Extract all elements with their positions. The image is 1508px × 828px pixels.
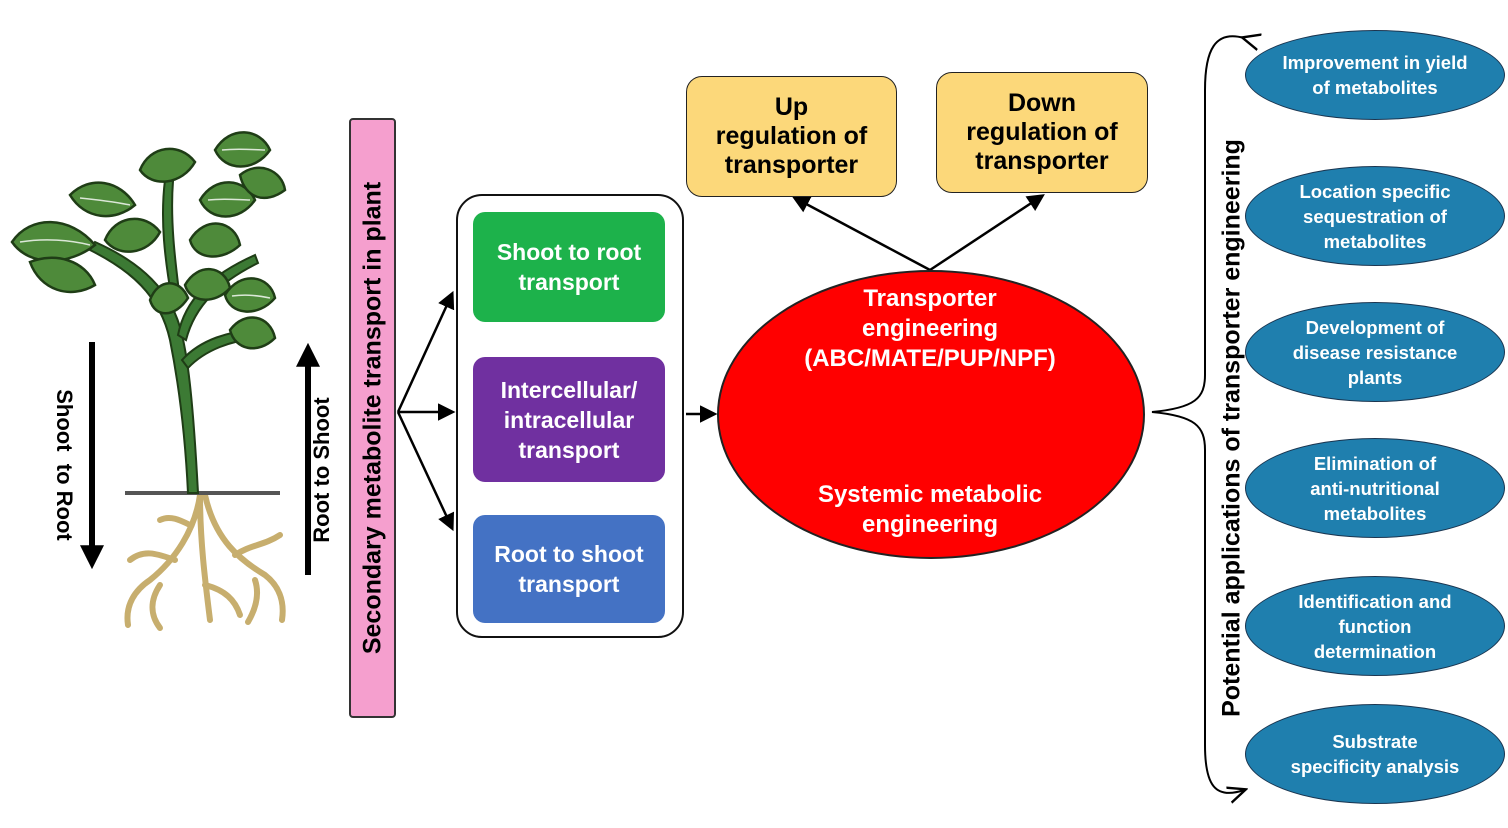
application-sequestration: Location specific sequestration of metab… (1245, 166, 1505, 266)
application-substrate: Substrate specificity analysis (1245, 704, 1505, 804)
application-yield-text: Improvement in yield of metabolites (1282, 52, 1468, 98)
application-disease-resistance: Development of disease resistance plants (1245, 302, 1505, 402)
application-substrate-text: Substrate specificity analysis (1290, 731, 1460, 777)
shoot-to-root-text: Shoot to root transport (496, 239, 642, 295)
root-system (124, 492, 286, 631)
secondary-metabolite-bar (349, 118, 396, 718)
root-to-shoot-box: Root to shoot transport (473, 515, 665, 623)
systemic-engineering-text: Systemic metabolic engineering (817, 481, 1043, 538)
down-regulation-text: Down regulation of transporter (966, 89, 1118, 175)
transporter-engineering-text: Transporter engineering (ABC/MATE/PUP/NP… (804, 285, 1056, 372)
transporter-engineering-ellipse (717, 270, 1145, 559)
arrow-to-shoot-root (396, 290, 455, 413)
application-anti-nutritional-text: Elimination of anti-nutritional metaboli… (1310, 452, 1440, 524)
application-anti-nutritional: Elimination of anti-nutritional metaboli… (1245, 438, 1505, 538)
intercellular-box: Intercellular/ intracellular transport (473, 357, 665, 482)
up-regulation-text: Up regulation of transporter (715, 93, 868, 179)
stem (88, 178, 261, 494)
application-sequestration-text: Location specific sequestration of metab… (1299, 180, 1451, 252)
application-yield: Improvement in yield of metabolites (1245, 30, 1505, 120)
up-regulation-box: Up regulation of transporter (686, 76, 897, 197)
application-identification-text: Identification and function determinatio… (1298, 590, 1452, 662)
arrow-to-down-regulation (929, 194, 1045, 272)
plant-arrows (80, 342, 320, 575)
application-identification: Identification and function determinatio… (1245, 576, 1505, 676)
application-disease-resistance-text: Development of disease resistance plants (1292, 316, 1458, 388)
root-to-shoot-text: Root to shoot transport (494, 541, 644, 597)
plant-illustration (10, 131, 287, 631)
shoot-to-root-box: Shoot to root transport (473, 212, 665, 322)
down-regulation-box: Down regulation of transporter (936, 72, 1148, 193)
intercellular-text: Intercellular/ intracellular transport (500, 376, 638, 463)
arrow-to-up-regulation (791, 196, 931, 272)
arrow-to-root-shoot (396, 411, 455, 532)
applications-title: Potential applications of transporter en… (1217, 139, 1246, 717)
applications-brace (1151, 36, 1244, 793)
